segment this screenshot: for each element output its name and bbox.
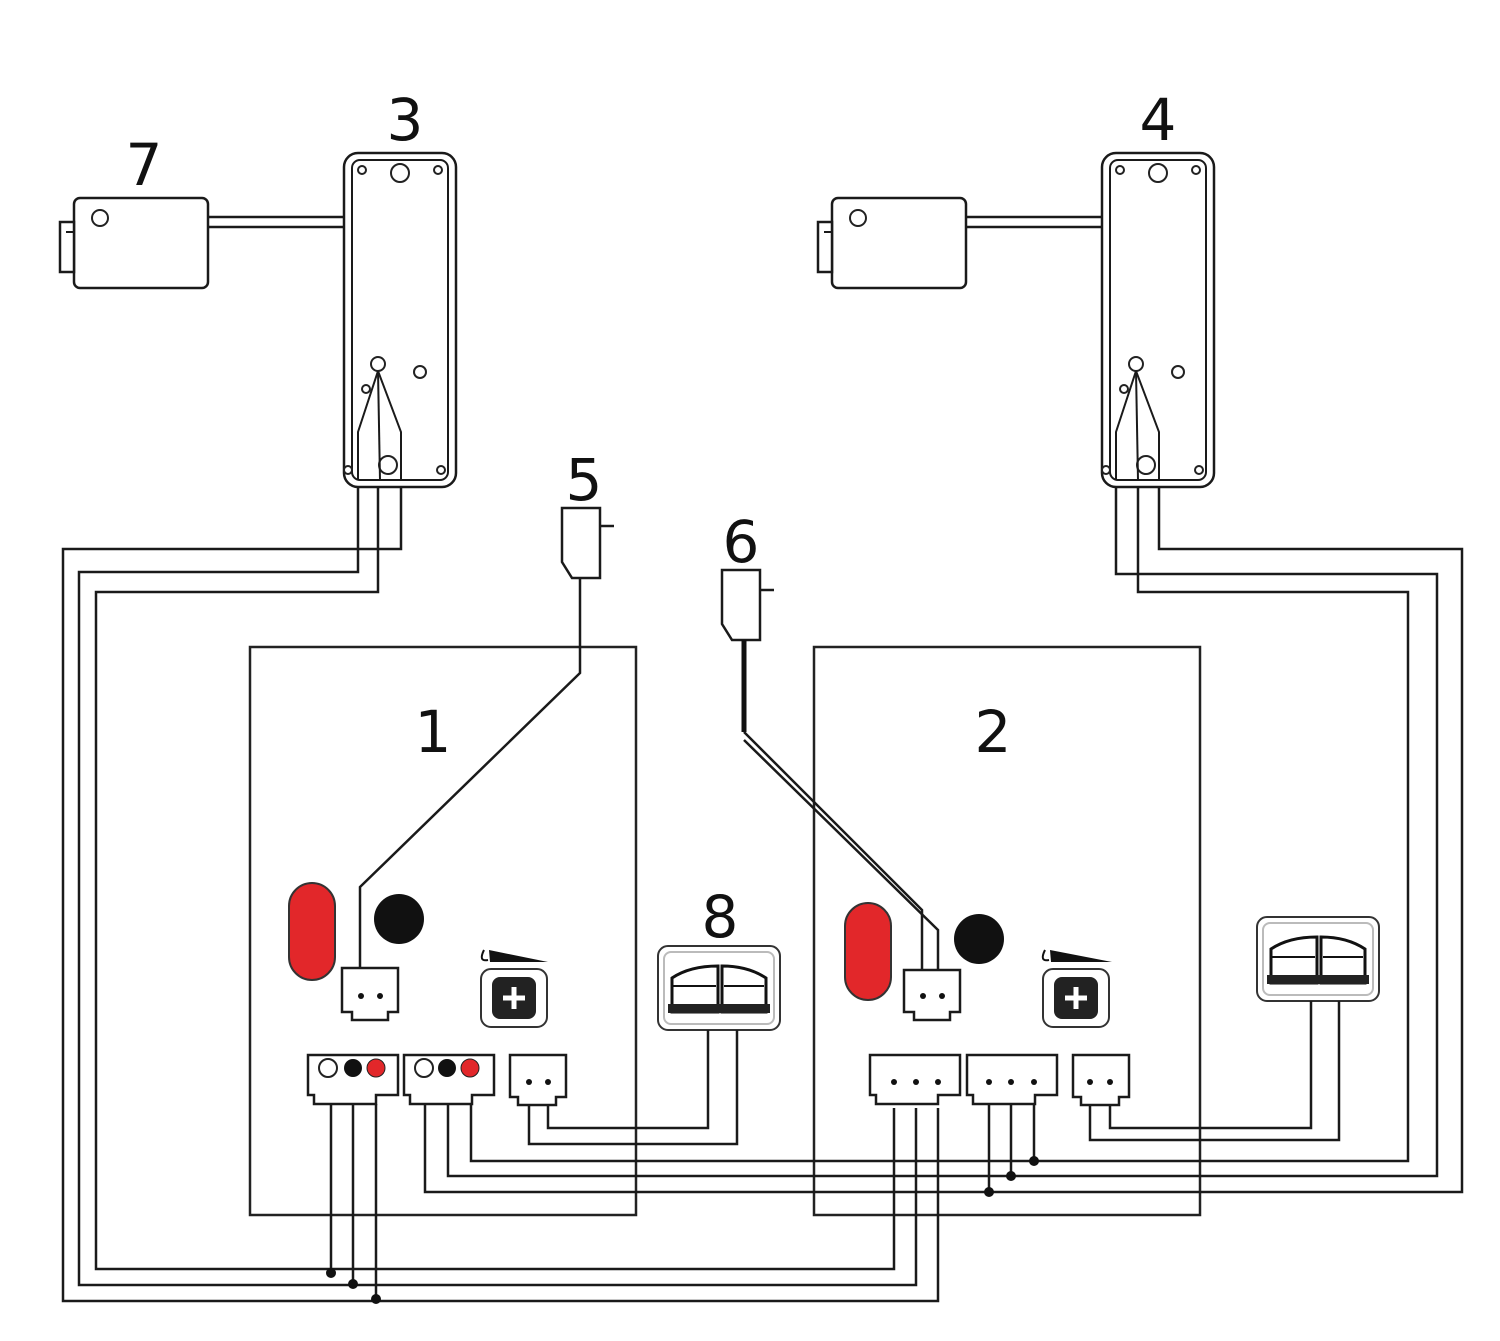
monitor-2-station3-connector: [868, 1053, 962, 1106]
monitor-2-power-connector: [902, 968, 962, 1022]
monitor-2-indicator: [844, 902, 892, 1001]
monitor-1-indicator: [288, 882, 336, 981]
power-adapter-2: [720, 568, 774, 642]
monitor-1-station4-connector: [402, 1053, 496, 1106]
monitor-1-gate-connector: [508, 1053, 568, 1107]
monitor-1-power-connector: [340, 966, 400, 1022]
monitor-1-station3-connector: [306, 1053, 400, 1106]
label-monitor-2: 2: [975, 698, 1012, 766]
label-gate-opener: 8: [702, 883, 739, 951]
electric-lock-1: [58, 196, 210, 290]
monitor-1-panel: [248, 645, 638, 1217]
monitor-2-station4-connector: [965, 1053, 1059, 1106]
electric-lock-2: [816, 196, 968, 290]
label-power-adapter-1: 5: [566, 446, 603, 514]
monitor-2-knob[interactable]: [954, 914, 1004, 964]
label-power-adapter-2: 6: [723, 508, 760, 576]
power-adapter-1: [560, 506, 614, 580]
label-monitor-1: 1: [415, 698, 452, 766]
monitor-1-volume-button[interactable]: [480, 949, 548, 1028]
monitor-2-volume-button[interactable]: [1041, 949, 1112, 1028]
label-outdoor-station-2: 4: [1140, 86, 1177, 154]
label-electric-lock: 7: [126, 131, 163, 199]
gate-opener-2: [1256, 916, 1380, 1002]
label-outdoor-station-1: 3: [387, 86, 424, 154]
monitor-2-gate-connector: [1071, 1053, 1131, 1107]
monitor-1-knob[interactable]: [374, 894, 424, 944]
monitor-2-panel: [812, 645, 1202, 1217]
gate-opener-1: [657, 945, 781, 1031]
